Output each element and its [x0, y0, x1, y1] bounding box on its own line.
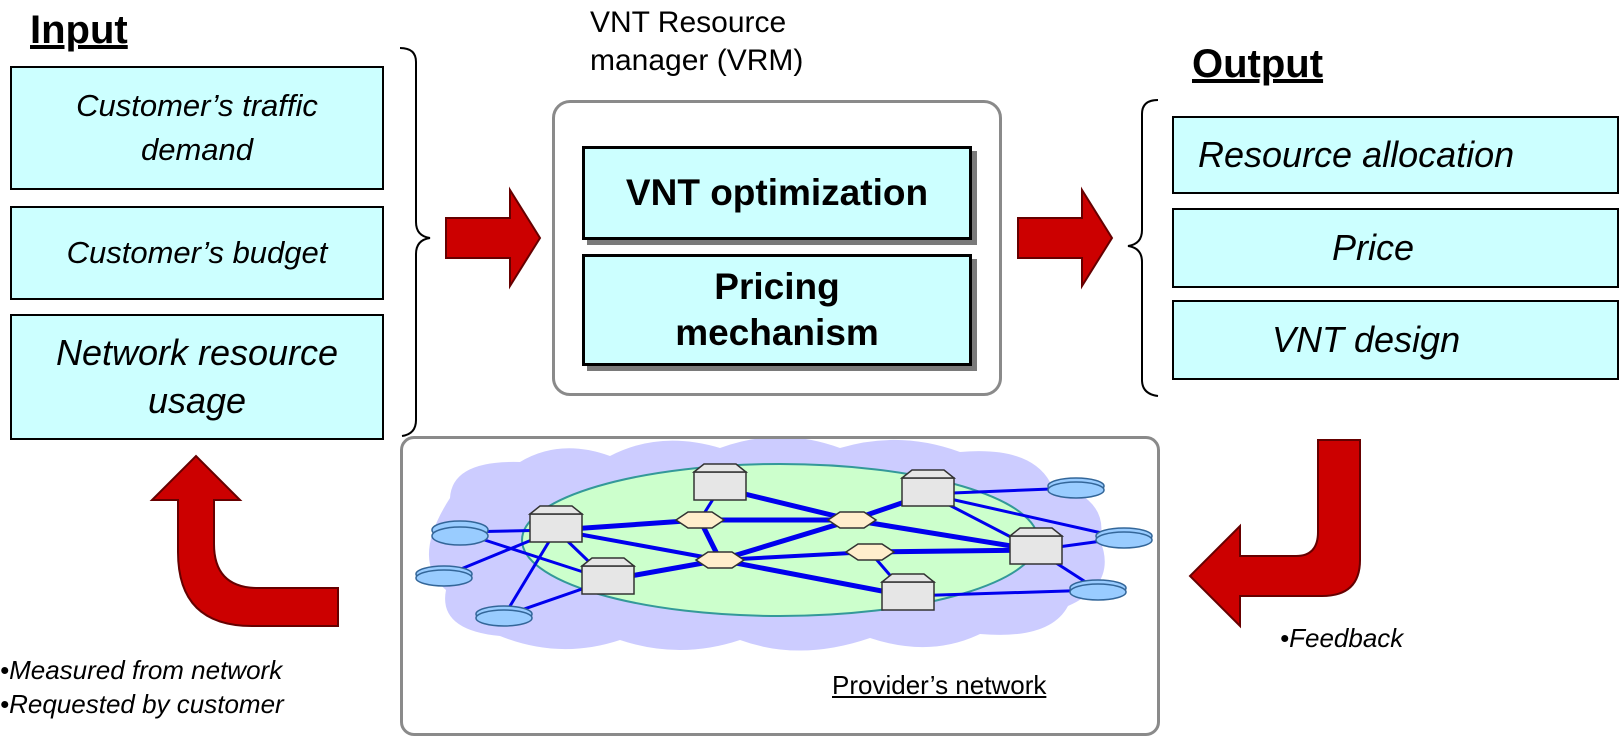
output-brace [1127, 99, 1159, 397]
input-box-label: Network resource usage [55, 332, 339, 421]
input-brace [399, 47, 431, 437]
measured-arrow [149, 454, 339, 627]
note-feedback: •Feedback [1280, 623, 1404, 653]
input-box-resource-usage: Network resource usage [10, 314, 384, 440]
input-box-label: Customer’s traffic demand [76, 88, 318, 167]
vrm-caption: VNT Resource manager (VRM) [590, 6, 804, 77]
input-title: Input [30, 8, 128, 52]
vrm-block-label: VNT optimization [625, 172, 929, 213]
note-measured: •Measured from network [0, 655, 283, 685]
input-box-traffic-demand: Customer’s traffic demand [10, 66, 384, 190]
output-title: Output [1192, 42, 1324, 86]
arrow-vrm-to-output [1017, 186, 1114, 290]
note-requested: •Requested by customer [0, 689, 284, 719]
network-container [400, 436, 1160, 736]
output-box-label: Resource allocation [1198, 134, 1515, 175]
arrow-input-to-vrm [445, 186, 542, 290]
pricing-mechanism-block: Pricing mechanism [582, 254, 972, 366]
output-box-vnt-design: VNT design [1172, 300, 1619, 380]
input-box-label: Customer’s budget [66, 235, 328, 270]
input-box-budget: Customer’s budget [10, 206, 384, 300]
output-box-label: VNT design [1272, 319, 1461, 360]
network-caption: Provider’s network [832, 670, 1047, 700]
output-box-price: Price [1172, 208, 1619, 288]
output-box-resource-allocation: Resource allocation [1172, 116, 1619, 194]
network-illustration [415, 437, 1153, 651]
feedback-arrow [1188, 439, 1361, 629]
output-box-label: Price [1332, 227, 1415, 268]
vrm-block-label: Pricing mechanism [675, 266, 879, 353]
vnt-optimization-block: VNT optimization [582, 146, 972, 240]
